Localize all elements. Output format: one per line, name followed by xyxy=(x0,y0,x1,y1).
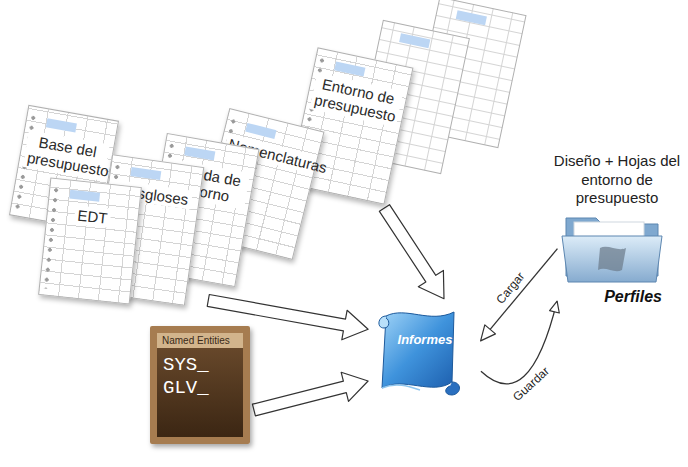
hollow-arrow xyxy=(252,372,368,416)
folder-shape xyxy=(560,212,664,284)
folder-title: Perfiles xyxy=(604,288,662,306)
sheet-title: Entorno de presupuesto xyxy=(310,73,404,127)
prefix-text: SYS_ xyxy=(163,354,237,377)
board-title: Named Entities xyxy=(157,333,243,348)
edge-label: Guardar xyxy=(509,363,554,406)
arrow-head xyxy=(550,301,560,313)
hollow-arrow xyxy=(379,205,444,299)
named-entities-board: Named EntitiesSYS_GLV_ xyxy=(150,326,250,444)
arrow-head xyxy=(481,325,496,341)
profiles-folder: Diseño + Hojas del entorno de presupuest… xyxy=(560,212,664,308)
edge-label: Cargar xyxy=(492,268,529,308)
folder-heading: Diseño + Hojas del entorno de presupuest… xyxy=(542,152,688,208)
report-scroll: Informes xyxy=(372,302,478,402)
sheet-title: Base del presupuesto xyxy=(23,130,110,180)
scroll-shape xyxy=(372,302,462,402)
prefix-text: GLV_ xyxy=(163,377,237,400)
arrow-line xyxy=(490,249,558,330)
sheet-title: EDT xyxy=(74,205,112,228)
scroll-title: Informes xyxy=(372,332,478,347)
spreadsheet-sheet: EDT xyxy=(38,178,142,305)
